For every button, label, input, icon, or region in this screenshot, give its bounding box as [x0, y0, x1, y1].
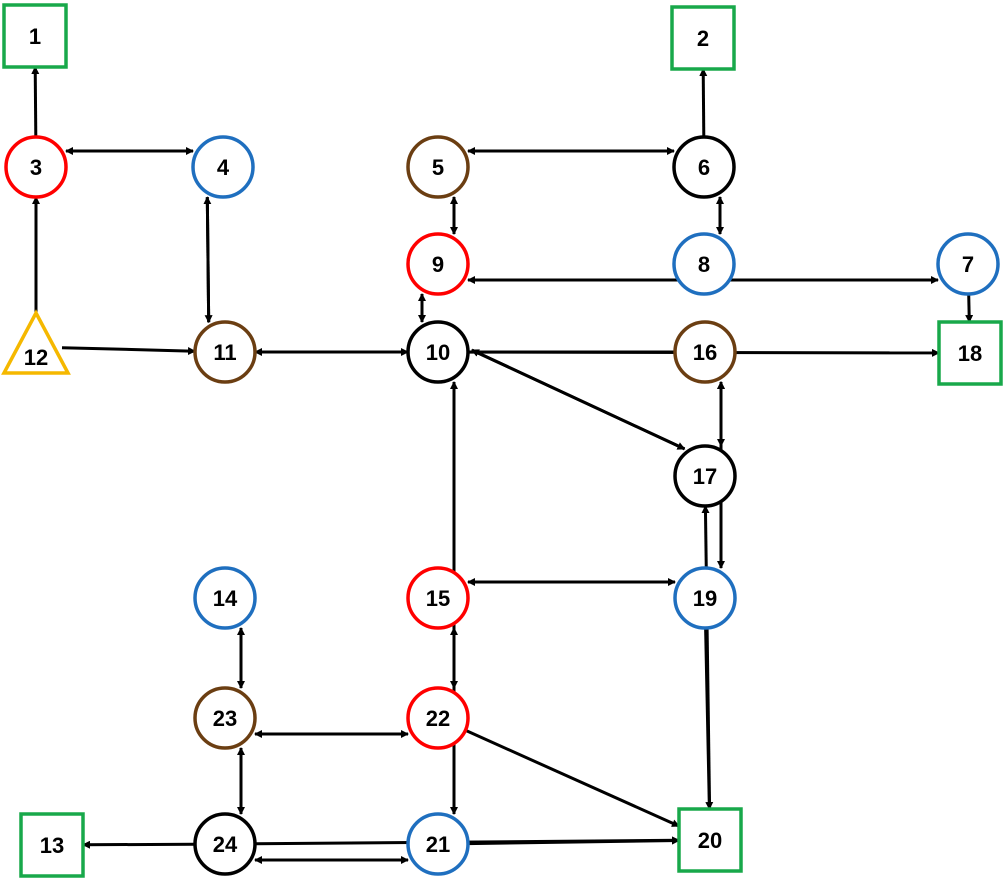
node-16-label: 16 — [693, 340, 717, 365]
node-1-square — [2, 3, 68, 69]
node-2-square — [670, 5, 736, 71]
node-14-circle — [193, 566, 257, 630]
node-2-label: 2 — [697, 26, 709, 51]
node-23-label: 23 — [213, 706, 237, 731]
node-20-label: 20 — [698, 828, 722, 853]
node-4-label: 4 — [217, 155, 230, 180]
edge-3-to-1 — [31, 66, 40, 138]
node-23: 23 — [193, 686, 257, 750]
node-4-circle — [191, 135, 255, 199]
node-5: 5 — [406, 135, 470, 199]
edge-20-to-17 — [701, 505, 712, 810]
edges — [31, 66, 974, 864]
node-16: 16 — [673, 320, 737, 384]
node-8-label: 8 — [698, 252, 710, 277]
node-23-circle — [193, 686, 257, 750]
node-9: 9 — [406, 232, 470, 296]
node-11-label: 11 — [213, 340, 236, 365]
node-3-circle — [4, 135, 68, 199]
node-5-circle — [406, 135, 470, 199]
edge-7-to-18 — [965, 293, 974, 323]
node-17: 17 — [673, 444, 737, 508]
edge-22-to-20 — [464, 728, 680, 828]
node-13-square — [19, 812, 85, 878]
edge-24-to-13 — [82, 840, 196, 849]
edge-17-to-10 — [470, 348, 686, 451]
node-19: 19 — [673, 566, 737, 630]
node-7: 7 — [936, 232, 1000, 296]
node-20: 20 — [677, 807, 743, 873]
node-1-label: 1 — [29, 24, 41, 49]
node-21-circle — [406, 812, 470, 876]
node-22: 22 — [406, 686, 470, 750]
node-6: 6 — [672, 135, 736, 199]
node-17-circle — [673, 444, 737, 508]
node-22-circle — [406, 686, 470, 750]
node-20-square — [677, 807, 743, 873]
node-9-circle — [406, 232, 470, 296]
node-18-square — [937, 320, 1003, 386]
node-13: 13 — [19, 812, 85, 878]
node-14: 14 — [193, 566, 257, 630]
edge-6-to-2 — [699, 68, 708, 138]
node-6-label: 6 — [698, 155, 710, 180]
node-1: 1 — [2, 3, 68, 69]
node-8-circle — [672, 232, 736, 296]
node-12-triangle — [1, 309, 71, 375]
node-2: 2 — [670, 5, 736, 71]
node-4: 4 — [191, 135, 255, 199]
node-7-label: 7 — [962, 252, 974, 277]
node-15: 15 — [406, 566, 470, 630]
node-11-circle — [193, 320, 257, 384]
node-15-label: 15 — [426, 586, 450, 611]
node-5-label: 5 — [432, 155, 444, 180]
node-24: 24 — [193, 812, 257, 876]
node-14-label: 14 — [213, 586, 238, 611]
node-13-label: 13 — [40, 833, 64, 858]
node-19-label: 19 — [693, 586, 717, 611]
node-7-circle — [936, 232, 1000, 296]
node-18-label: 18 — [958, 341, 982, 366]
node-21: 21 — [406, 812, 470, 876]
node-6-circle — [672, 135, 736, 199]
edge-11-to-4 — [203, 196, 212, 323]
node-10-circle — [406, 320, 470, 384]
node-3: 3 — [4, 135, 68, 199]
node-12-label: 12 — [24, 345, 48, 370]
node-19-circle — [673, 566, 737, 630]
node-24-label: 24 — [213, 832, 238, 857]
node-8: 8 — [672, 232, 736, 296]
edge-12-to-11 — [61, 346, 196, 356]
node-3-label: 3 — [30, 155, 42, 180]
node-15-circle — [406, 566, 470, 630]
node-9-label: 9 — [432, 252, 444, 277]
node-22-label: 22 — [426, 706, 450, 731]
edge-21-to-20 — [467, 836, 680, 846]
node-24-circle — [193, 812, 257, 876]
node-11: 11 — [193, 320, 257, 384]
node-16-circle — [673, 320, 737, 384]
node-12: 12 — [1, 309, 71, 375]
node-10-label: 10 — [426, 340, 450, 365]
node-17-label: 17 — [693, 464, 717, 489]
node-10: 10 — [406, 320, 470, 384]
node-18: 18 — [937, 320, 1003, 386]
node-21-label: 21 — [426, 832, 450, 857]
